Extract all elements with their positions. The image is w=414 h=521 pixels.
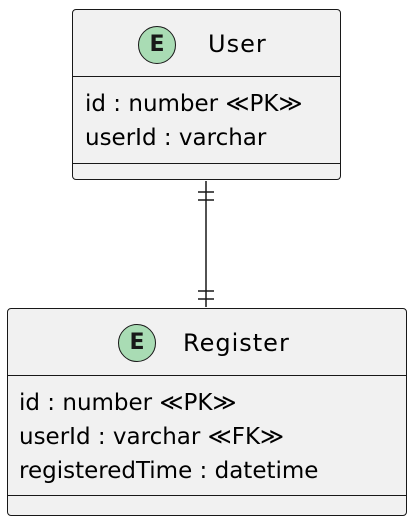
attribute: userId : varchar: [85, 125, 267, 151]
attribute-list: id : number ≪PK≫ userId : varchar: [85, 87, 303, 155]
attribute: userId : varchar ≪FK≫: [19, 424, 285, 450]
entity-user[interactable]: E User id : number ≪PK≫ userId : varchar: [72, 9, 341, 180]
attribute: registeredTime : datetime: [19, 458, 319, 484]
entity-name: Register: [183, 329, 290, 357]
attribute: id : number ≪PK≫: [85, 91, 303, 117]
entity-badge-icon: E: [138, 26, 176, 64]
entity-register[interactable]: E Register id : number ≪PK≫ userId : var…: [7, 308, 407, 516]
methods-divider: [73, 163, 340, 164]
attribute-list: id : number ≪PK≫ userId : varchar ≪FK≫ r…: [19, 386, 318, 488]
header-divider: [8, 375, 406, 376]
attribute: id : number ≪PK≫: [19, 390, 237, 416]
entity-name: User: [208, 30, 267, 58]
methods-divider: [8, 495, 406, 496]
entity-badge-icon: E: [118, 324, 156, 362]
header-divider: [73, 76, 340, 77]
